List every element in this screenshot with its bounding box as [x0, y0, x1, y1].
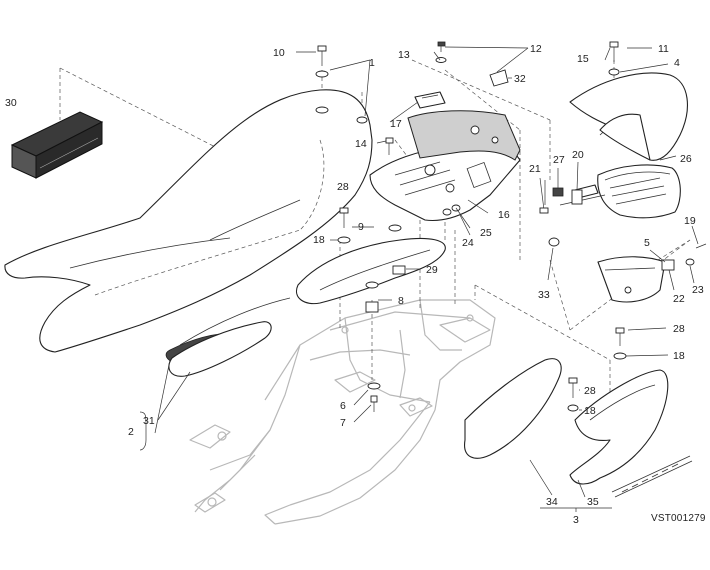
label-3: 3	[573, 514, 579, 526]
label-25: 25	[480, 227, 492, 239]
label-23: 23	[692, 284, 704, 296]
license-light	[597, 256, 666, 303]
label-11: 11	[658, 43, 669, 55]
label-31: 31	[143, 415, 155, 427]
label-18a: 18	[313, 234, 325, 246]
label-27: 27	[553, 154, 565, 166]
label-28b: 28	[673, 323, 685, 335]
tail-cover	[569, 72, 688, 161]
label-15: 15	[577, 53, 589, 65]
label-8: 8	[398, 295, 404, 307]
label-14: 14	[355, 138, 367, 150]
label-12: 12	[530, 43, 542, 55]
label-6: 6	[340, 400, 346, 412]
label-29: 29	[426, 264, 438, 276]
label-9: 9	[358, 221, 364, 233]
label-17: 17	[390, 118, 402, 130]
label-19: 19	[684, 215, 696, 227]
side-cover-strip	[611, 455, 693, 498]
label-30: 30	[5, 97, 17, 109]
label-16: 16	[498, 209, 510, 221]
side-cover-right	[569, 369, 669, 485]
side-cover-left	[464, 358, 562, 459]
label-2: 2	[128, 426, 134, 438]
part-labels: 10 1 13 12 32 17 14 30 28 9 18 16 24 25 …	[5, 43, 706, 526]
storage-box	[10, 111, 104, 179]
label-18b: 18	[673, 350, 685, 362]
label-7: 7	[340, 417, 346, 429]
label-28a: 28	[337, 181, 349, 193]
label-5: 5	[644, 237, 650, 249]
label-34: 34	[546, 496, 558, 508]
label-33: 33	[538, 289, 550, 301]
label-26: 26	[680, 153, 692, 165]
label-13: 13	[398, 49, 410, 61]
side-panel-left	[168, 237, 446, 377]
label-4: 4	[674, 57, 680, 69]
label-28c: 28	[584, 385, 596, 397]
tail-bracket	[369, 91, 521, 222]
label-1: 1	[369, 57, 375, 69]
label-22: 22	[673, 293, 685, 305]
rear-subframe	[189, 299, 496, 525]
drawing-code: VST001279	[651, 513, 706, 524]
label-10: 10	[273, 47, 285, 59]
label-21: 21	[529, 163, 541, 175]
label-18c: 18	[584, 405, 596, 417]
label-32: 32	[514, 73, 526, 85]
seat	[4, 89, 373, 353]
label-20: 20	[572, 149, 584, 161]
label-24: 24	[462, 237, 474, 249]
label-35: 35	[587, 496, 599, 508]
leader-lines	[139, 46, 699, 512]
